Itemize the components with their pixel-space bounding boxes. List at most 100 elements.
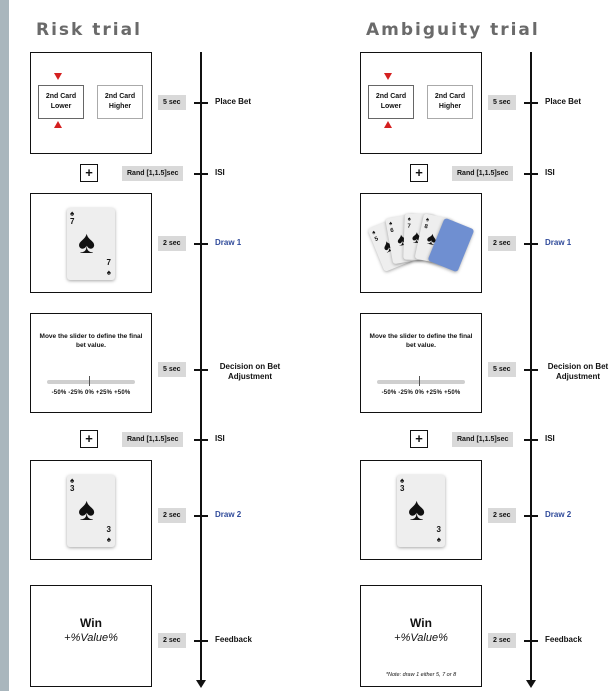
spade-icon: ♠ <box>78 224 95 260</box>
phase-isi-2: ISI <box>545 434 555 443</box>
ambiguity-trial-title: Ambiguity trial <box>366 20 540 40</box>
phase-draw-2: Draw 2 <box>215 510 242 519</box>
ambiguity-trial-column: Ambiguity trial 2nd Card Lower 2nd Card … <box>310 0 610 691</box>
phase-place-bet: Place Bet <box>545 97 582 106</box>
suit-pip: ♠ <box>70 209 75 218</box>
draw1-screen: ♠ 5 ♠ ♠ 6 ♠ ♠ 7 ♠ ♠ 8 ♠ <box>360 193 482 293</box>
bet-slider-track <box>377 380 465 384</box>
option-lower-line2: Lower <box>50 103 72 110</box>
duration-feedback: 2 sec <box>158 633 186 648</box>
playing-card: ♠ 3 ♠ 3 ♠ <box>397 475 445 547</box>
card-rank: 7 <box>70 217 75 226</box>
spade-icon: ♠ <box>78 491 95 527</box>
option-higher-line1: 2nd Card <box>104 93 136 100</box>
feedback-win: Win <box>80 616 102 630</box>
timeline-tick <box>524 640 538 642</box>
arrow-down-icon <box>54 73 62 80</box>
suit-pip-bottom: ♠ <box>106 268 111 277</box>
feedback-win: Win <box>410 616 432 630</box>
option-lower-line2: Lower <box>380 103 402 110</box>
feedback-screen: Win +%Value% <box>30 585 152 687</box>
card-rank: 7 <box>407 223 411 230</box>
card-rank: 5 <box>374 236 380 244</box>
risk-trial-column: Risk trial 2nd Card Lower 2nd Card Highe… <box>10 0 310 691</box>
bet-adjustment-screen: Move the slider to define the final bet … <box>360 313 482 413</box>
card-rank: 3 <box>70 484 75 493</box>
timeline-tick <box>524 243 538 245</box>
timeline-arrowhead <box>526 680 536 688</box>
timeline-tick <box>524 515 538 517</box>
phase-isi-1: ISI <box>215 168 225 177</box>
fixation-cross: + <box>80 164 98 182</box>
arrow-up-icon <box>54 121 62 128</box>
phase-decision: Decision on Bet Adjustment <box>219 362 281 381</box>
timeline-tick <box>524 102 538 104</box>
timeline-tick <box>194 102 208 104</box>
feedback-value: +%Value% <box>394 632 448 644</box>
phase-draw-1: Draw 1 <box>215 238 242 247</box>
card-rank-bottom: 3 <box>106 525 111 534</box>
draw1-screen: ♠ 7 ♠ 7 ♠ <box>30 193 152 293</box>
suit-pip: ♠ <box>70 476 75 485</box>
slider-instruction: Move the slider to define the final bet … <box>39 333 143 349</box>
slider-instruction: Move the slider to define the final bet … <box>369 333 473 349</box>
duration-draw-2: 2 sec <box>158 508 186 523</box>
slider-tick-labels: -50% -25% 0% +25% +50% <box>51 390 131 396</box>
timeline-tick <box>524 369 538 371</box>
option-higher-line2: Higher <box>108 103 132 110</box>
arrow-up-icon <box>384 121 392 128</box>
timeline-tick <box>524 439 538 441</box>
bet-slider-handle <box>89 376 90 386</box>
phase-isi-2: ISI <box>215 434 225 443</box>
duration-draw-1: 2 sec <box>488 236 516 251</box>
duration-decision: 5 sec <box>158 362 186 377</box>
draw2-screen: ♠ 3 ♠ 3 ♠ <box>30 460 152 560</box>
fixation-cross: + <box>80 430 98 448</box>
phase-feedback: Feedback <box>215 635 252 644</box>
timeline-axis <box>530 52 532 684</box>
bet-adjustment-screen: Move the slider to define the final bet … <box>30 313 152 413</box>
option-lower: 2nd Card Lower <box>38 85 84 119</box>
fixation-cross: + <box>410 430 428 448</box>
phase-feedback: Feedback <box>545 635 582 644</box>
bet-slider-track <box>47 380 135 384</box>
card-rank: 3 <box>400 484 405 493</box>
feedback-screen: Win +%Value% *Note: draw 1 either 5, 7 o… <box>360 585 482 687</box>
duration-draw-2: 2 sec <box>488 508 516 523</box>
timeline-tick <box>194 173 208 175</box>
timeline-tick <box>194 369 208 371</box>
phase-isi-1: ISI <box>545 168 555 177</box>
bet-slider-handle <box>419 376 420 386</box>
left-edge-bar <box>0 0 9 691</box>
place-bet-screen: 2nd Card Lower 2nd Card Higher <box>360 52 482 154</box>
arrow-down-icon <box>384 73 392 80</box>
playing-card: ♠ 3 ♠ 3 ♠ <box>67 475 115 547</box>
option-higher-line2: Higher <box>438 103 462 110</box>
duration-isi-2: Rand [1,1.5]sec <box>122 432 184 447</box>
feedback-note: *Note: draw 1 either 5, 7 or 8 <box>385 672 457 678</box>
place-bet-screen: 2nd Card Lower 2nd Card Higher <box>30 52 152 154</box>
timeline-tick <box>194 439 208 441</box>
duration-isi-1: Rand [1,1.5]sec <box>452 166 514 181</box>
card-rank: 6 <box>389 227 395 235</box>
phase-decision: Decision on Bet Adjustment <box>547 362 609 381</box>
card-rank-bottom: 7 <box>106 258 111 267</box>
suit-pip: ♠ <box>400 476 405 485</box>
timeline-tick <box>194 515 208 517</box>
option-higher: 2nd Card Higher <box>427 85 473 119</box>
spade-icon: ♠ <box>408 491 425 527</box>
timeline-tick <box>194 243 208 245</box>
option-lower-line1: 2nd Card <box>375 93 407 100</box>
option-lower-line1: 2nd Card <box>45 93 77 100</box>
duration-decision: 5 sec <box>488 362 516 377</box>
duration-place-bet: 5 sec <box>158 95 186 110</box>
timeline-arrowhead <box>196 680 206 688</box>
slider-tick-labels: -50% -25% 0% +25% +50% <box>381 390 461 396</box>
duration-place-bet: 5 sec <box>488 95 516 110</box>
phase-draw-1: Draw 1 <box>545 238 572 247</box>
card-rank-bottom: 3 <box>436 525 441 534</box>
playing-card: ♠ 7 ♠ 7 ♠ <box>67 208 115 280</box>
phase-draw-2: Draw 2 <box>545 510 572 519</box>
option-higher-line1: 2nd Card <box>434 93 466 100</box>
fixation-cross: + <box>410 164 428 182</box>
